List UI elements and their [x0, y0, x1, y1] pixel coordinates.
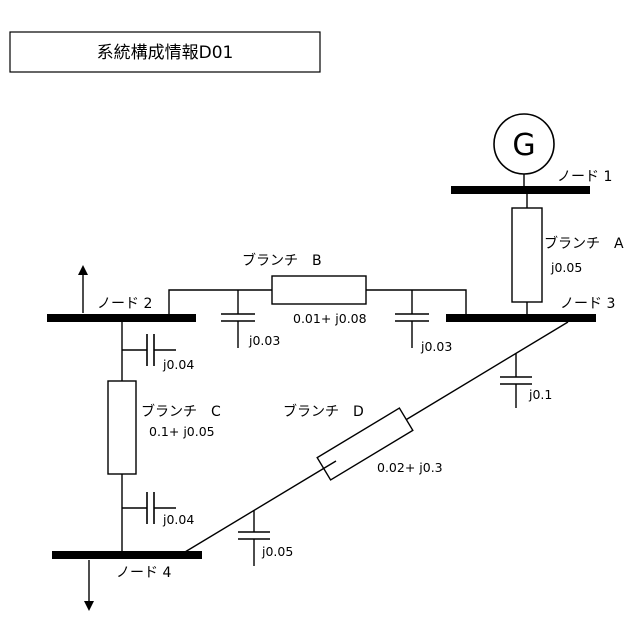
branch-d-shunt-top-capacitor [500, 353, 532, 408]
branch-b-value: 0.01+ j0.08 [293, 311, 367, 326]
branch-b-impedance [272, 276, 366, 304]
branch-d: ブランチ D 0.02+ j0.3 j0.1 j0.05 [180, 322, 568, 566]
branch-d-value: 0.02+ j0.3 [377, 460, 443, 475]
title-box: 系統構成情報D01 [10, 32, 320, 72]
branch-a-impedance [512, 208, 542, 302]
branch-d-shunt-top-value: j0.1 [528, 387, 552, 402]
generator-symbol: G [512, 128, 535, 163]
branch-c: ブランチ C 0.1+ j0.05 j0.04 j0.04 [108, 322, 221, 551]
generator: G [494, 114, 554, 190]
branch-b-shunt-right-value: j0.03 [420, 339, 452, 354]
node-3-label: ノード 3 [560, 296, 615, 312]
branch-b: ブランチ B 0.01+ j0.08 j0.03 j0.03 [169, 252, 466, 354]
branch-c-shunt-bottom-value: j0.04 [162, 512, 194, 527]
page-title: 系統構成情報D01 [97, 43, 234, 63]
branch-d-shunt-bottom-value: j0.05 [261, 544, 293, 559]
branch-c-shunt-top-value: j0.04 [162, 357, 194, 372]
branch-d-label: ブランチ D [283, 403, 364, 420]
node-4-label: ノード 4 [116, 565, 171, 581]
branch-b-label: ブランチ B [242, 252, 322, 269]
branch-a-value: j0.05 [550, 260, 582, 275]
branch-a-label: ブランチ A [544, 235, 624, 252]
branch-c-value: 0.1+ j0.05 [149, 424, 215, 439]
node-2-label: ノード 2 [97, 296, 152, 312]
branch-b-shunt-left-value: j0.03 [248, 333, 280, 348]
branch-c-impedance [108, 381, 136, 474]
node-1-label: ノード 1 [557, 169, 612, 185]
branch-c-label: ブランチ C [141, 403, 221, 420]
